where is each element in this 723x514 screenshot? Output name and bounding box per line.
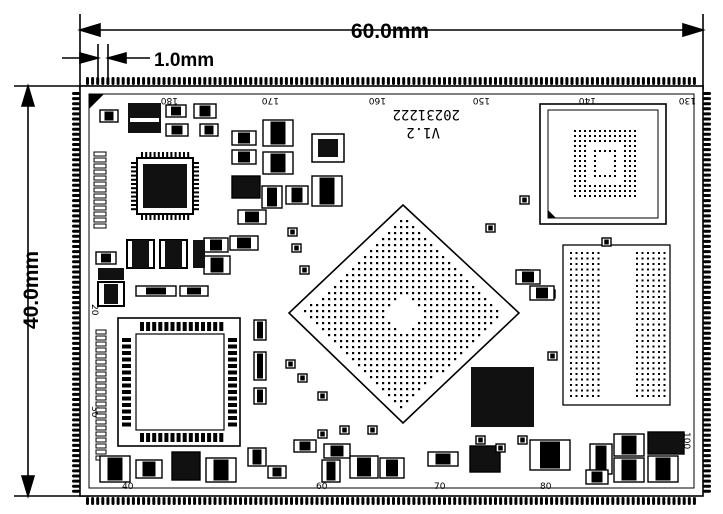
pin-label-100: 100 xyxy=(681,432,691,449)
large-qfp-chip-left xyxy=(117,317,241,447)
height-dim-arrow-bottom xyxy=(20,475,36,499)
pin1-corner-marker xyxy=(89,94,104,109)
silkscreen-pin-labels: 180 170 160 150 140 130 40 60 70 80 100 … xyxy=(89,95,696,492)
bga-flash-top-right xyxy=(539,103,667,225)
pin-label-180: 180 xyxy=(161,95,178,105)
passives-top-center xyxy=(261,119,343,209)
bga-main-soc xyxy=(287,203,521,425)
margin-dim-label: 1.0mm xyxy=(154,50,214,71)
height-dim-label: 40.0mm xyxy=(20,251,43,329)
width-dim-arrow-left xyxy=(77,22,101,38)
passives-scatter xyxy=(253,195,612,453)
board-version: V1.2 xyxy=(406,124,440,140)
pin-label-160: 160 xyxy=(369,95,386,105)
pin-label-150: 150 xyxy=(473,95,490,105)
width-dim-arrow-right xyxy=(682,22,706,38)
pin-label-70: 70 xyxy=(434,482,446,492)
pin-label-140: 140 xyxy=(579,95,596,105)
margin-arrow-right xyxy=(105,51,127,65)
width-dim-label: 60.0mm xyxy=(351,20,429,43)
pin-label-30: 30 xyxy=(89,406,99,418)
version-silkscreen: V1.2 20231222 xyxy=(393,106,460,140)
small-qfn-chip xyxy=(311,133,345,163)
margin-arrow-left xyxy=(79,51,101,65)
pin-label-130: 130 xyxy=(679,95,696,105)
castellated-pads xyxy=(72,77,711,505)
capacitor-row-left xyxy=(97,239,205,307)
pin-label-60: 60 xyxy=(316,482,328,492)
pin-label-170: 170 xyxy=(262,95,279,105)
board-date: 20231222 xyxy=(393,106,460,122)
connector-strip-left xyxy=(93,151,107,461)
pin-label-20: 20 xyxy=(89,304,99,316)
qfp-chip-top-left xyxy=(131,152,199,220)
bga-ddr-right xyxy=(562,244,671,406)
passives-top-left xyxy=(95,103,267,297)
pin-label-80: 80 xyxy=(540,482,552,492)
height-dim-arrow-top xyxy=(20,83,36,107)
passives-bottom xyxy=(99,431,685,485)
pin-label-40: 40 xyxy=(122,482,134,492)
board-inner-outline xyxy=(88,93,695,489)
qfn-chip-bottom-center xyxy=(471,367,534,427)
dimension-annotations xyxy=(14,14,706,499)
